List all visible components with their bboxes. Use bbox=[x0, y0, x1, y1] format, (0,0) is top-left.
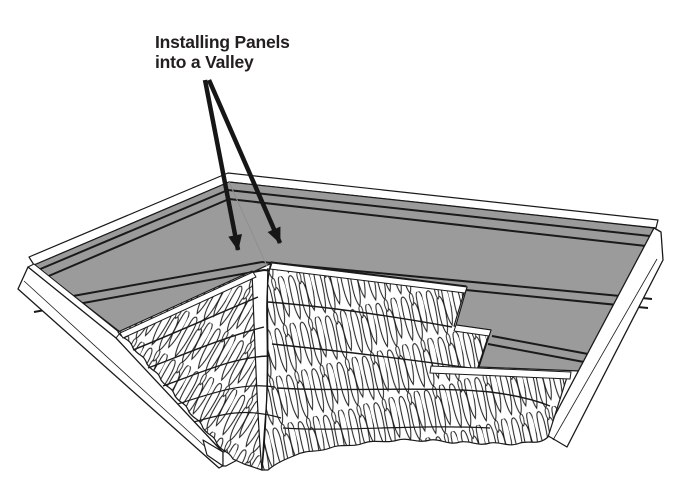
valley-panel-seam bbox=[261, 267, 269, 469]
figure-title: Installing Panels into a Valley bbox=[155, 32, 290, 72]
figure-title-line1: Installing Panels bbox=[155, 32, 290, 52]
shake-course-lines bbox=[132, 296, 551, 430]
valley-center-line bbox=[228, 181, 268, 267]
annotation-arrows bbox=[202, 79, 283, 251]
panel-edge-strips bbox=[119, 262, 572, 380]
arrow-to-right-panel bbox=[206, 79, 283, 244]
figure-title-line2: into a Valley bbox=[155, 51, 254, 72]
shake-panels-right bbox=[261, 261, 569, 471]
right-fascia bbox=[544, 227, 664, 448]
arrow-to-left-panel bbox=[202, 79, 243, 251]
